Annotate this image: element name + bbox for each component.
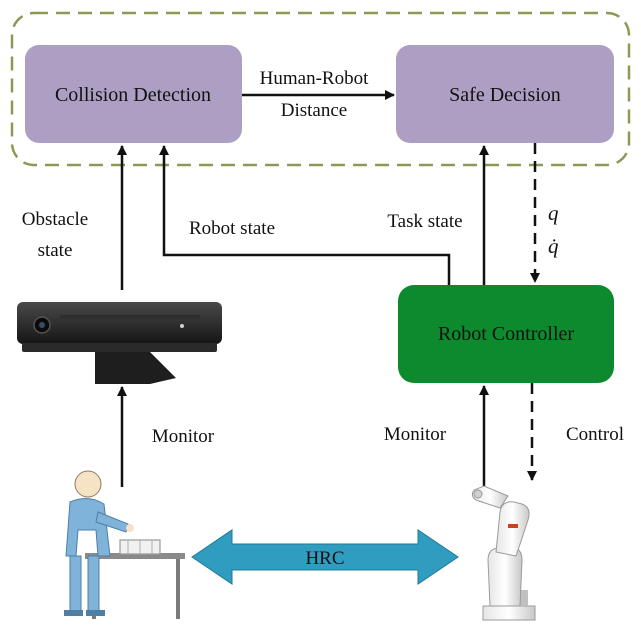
safe-decision-label: Safe Decision: [449, 84, 561, 106]
obstacle-state-label-line2: state: [38, 240, 73, 261]
control-label: Control: [566, 424, 624, 445]
safety-system-boundary: [10, 11, 631, 167]
q-dot-label: q̇: [548, 234, 559, 258]
collision-detection-node: Collision Detection: [25, 45, 242, 143]
hrc-arrow: HRC: [191, 529, 459, 585]
robot-controller-label: Robot Controller: [438, 323, 574, 345]
human-robot-distance-label-line2: Distance: [281, 100, 347, 121]
obstacle-state-label-line1: Obstacle: [22, 209, 88, 230]
depth-camera-icon: [17, 302, 222, 384]
human-robot-distance-label-line1: Human-Robot: [260, 68, 369, 89]
robot-state-label: Robot state: [189, 218, 275, 239]
task-state-label: Task state: [387, 211, 462, 232]
collision-detection-label: Collision Detection: [55, 84, 211, 106]
hrc-label: HRC: [305, 548, 344, 569]
robot-controller-node: Robot Controller: [398, 285, 614, 383]
robot-arm-icon: [471, 485, 536, 621]
safe-decision-node: Safe Decision: [396, 45, 614, 143]
human-worker-icon: [64, 470, 185, 619]
monitor-left-label: Monitor: [152, 426, 215, 447]
robot-state-arrow: [159, 145, 451, 285]
q-label: q: [548, 201, 559, 225]
monitor-right-label: Monitor: [384, 424, 447, 445]
